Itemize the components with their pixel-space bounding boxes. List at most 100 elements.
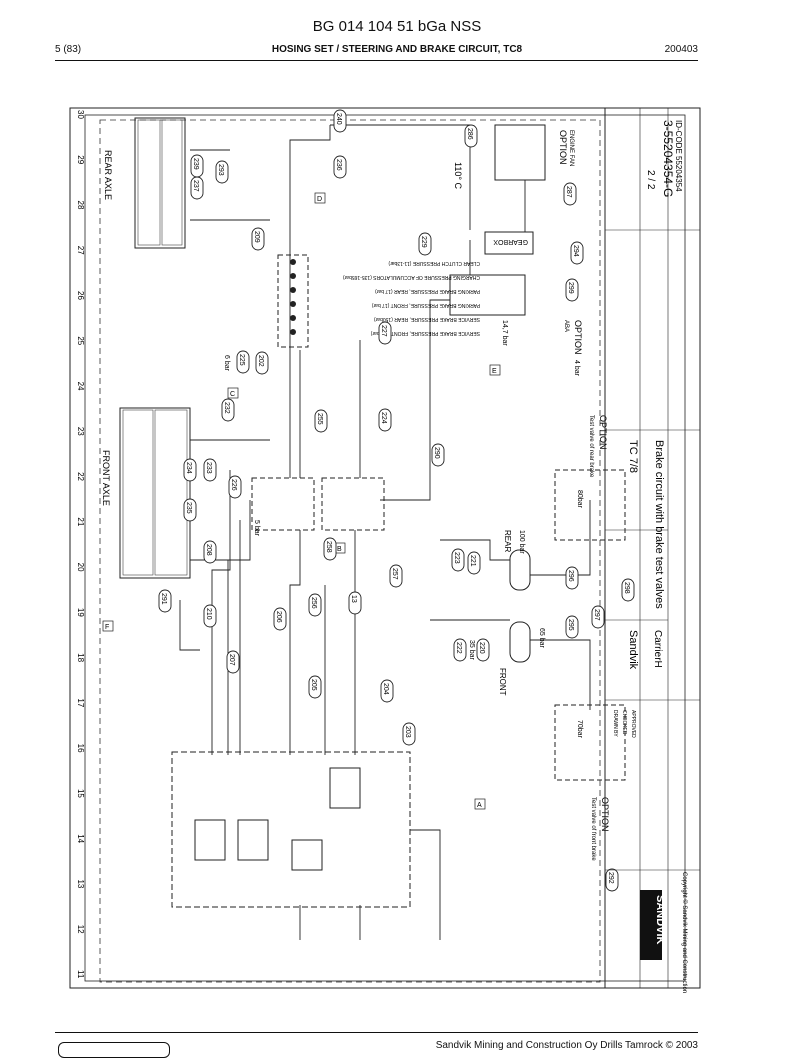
accumulator-front xyxy=(509,621,531,663)
grid-col-number: 29 xyxy=(76,155,85,164)
part-bubble xyxy=(203,604,217,628)
part-number: 210 xyxy=(205,608,212,620)
grid-col-number: 30 xyxy=(76,110,85,119)
part-number: 292 xyxy=(607,872,614,884)
box-label-frame xyxy=(489,364,501,376)
gauge-port xyxy=(290,287,296,293)
titleblock-copyright: Copyright © Sandvik Mining and Construct… xyxy=(681,872,688,993)
rear-test-valve-box xyxy=(554,469,626,541)
option-aba-sub: ABA xyxy=(563,320,569,332)
grid-col-number: 14 xyxy=(76,834,85,843)
part-bubble xyxy=(565,278,579,302)
part-bubble xyxy=(464,124,478,148)
hydraulic-lines xyxy=(179,124,591,940)
part-bubble xyxy=(565,566,579,590)
gauge-label: PARKING BRAKE PRESSURE, FRONT (17 bar) xyxy=(371,302,480,308)
part-bubble xyxy=(190,176,204,200)
part-number: 233 xyxy=(205,462,212,474)
grid-col-number: 13 xyxy=(76,879,85,888)
part-number: 226 xyxy=(230,479,237,491)
gearbox-box xyxy=(484,231,534,255)
part-number: 205 xyxy=(310,679,317,691)
valve-block-b xyxy=(251,477,315,531)
part-bubble xyxy=(476,638,490,662)
part-bubble xyxy=(236,350,250,374)
gauge-port xyxy=(290,329,296,335)
box-label-frame xyxy=(474,798,486,810)
part-bubble xyxy=(323,537,337,561)
titleblock-model: TC 7/8 xyxy=(627,440,639,473)
accumulator-rear xyxy=(509,549,531,591)
part-number: 258 xyxy=(325,541,332,553)
part-bubble xyxy=(621,578,635,602)
box-label: B xyxy=(337,546,342,553)
part-bubble xyxy=(308,675,322,699)
box-label: D xyxy=(317,196,322,203)
part-number: 229 xyxy=(420,236,427,248)
part-number: 232 xyxy=(223,402,230,414)
part-number: 294 xyxy=(572,245,579,257)
part-number: 255 xyxy=(316,413,323,425)
gauge-port xyxy=(290,259,296,265)
footer-rule xyxy=(55,1032,698,1033)
part-number: 295 xyxy=(567,619,574,631)
part-bubble xyxy=(348,591,362,615)
part-number: 287 xyxy=(565,186,572,198)
part-bubble xyxy=(308,593,322,617)
part-bubble xyxy=(203,540,217,564)
titleblock-row: DRAWN BY xyxy=(612,710,618,737)
gauge-label: SERVICE BRAKE PRESSURE, REAR (150bar) xyxy=(374,316,480,322)
titleblock-product: CarrierH xyxy=(652,630,663,668)
titleblock-id: ID-CODE 55204354 xyxy=(674,120,683,192)
part-bubble xyxy=(605,868,619,892)
front-label: FRONT xyxy=(498,668,507,696)
header-rule xyxy=(55,60,698,61)
part-bubble xyxy=(228,475,242,499)
front-axle-label: FRONT AXLE xyxy=(101,450,111,506)
grid-col-number: 27 xyxy=(76,246,85,255)
grid-col-number: 15 xyxy=(76,789,85,798)
gauge-port xyxy=(290,315,296,321)
grid-col-number: 16 xyxy=(76,744,85,753)
grid-col-number: 24 xyxy=(76,382,85,391)
pressure-label: 65 bar xyxy=(538,628,545,649)
part-number: 209 xyxy=(253,231,260,243)
pressure-label: 80bar xyxy=(576,490,583,509)
part-bubble xyxy=(431,443,445,467)
document-title: BG 014 104 51 bGa NSS xyxy=(312,18,482,35)
part-number: 293 xyxy=(217,164,224,176)
pressure-label: 70bar xyxy=(576,720,583,739)
pressure-label: 35 bar xyxy=(468,640,475,661)
titleblock-row: CHECKED xyxy=(621,710,627,735)
page-number: 5 (83) xyxy=(55,44,82,55)
part-number: 206 xyxy=(275,611,282,623)
part-bubble xyxy=(389,564,403,588)
part-number: 221 xyxy=(469,555,476,567)
box-label: E xyxy=(492,368,497,375)
gauge-label: CLEAR CLUTCH PRESSURE (11-13bar) xyxy=(388,260,480,266)
drawing-inner-frame xyxy=(84,114,686,982)
gauge-panel xyxy=(277,254,309,348)
grid-col-number: 21 xyxy=(76,517,85,526)
part-number: 208 xyxy=(205,544,212,556)
document-date: 200403 xyxy=(664,44,698,55)
rear-label: REAR xyxy=(503,530,512,552)
option-rear-label: OPTION xyxy=(598,415,608,450)
part-number: 240 xyxy=(335,113,342,125)
brake-valve-block xyxy=(449,274,526,316)
gauge-label: SERVICE BRAKE PRESSURE, FRONT (150bar) xyxy=(370,330,480,336)
part-number: 220 xyxy=(478,642,485,654)
titleblock-sheet: 2 / 2 xyxy=(645,170,656,190)
part-bubble xyxy=(203,458,217,482)
rear-axle-label: REAR AXLE xyxy=(103,150,113,200)
grid-col-number: 28 xyxy=(76,201,85,210)
option-brake-sub: Test valve of front brake xyxy=(590,797,596,861)
part-bubble xyxy=(467,551,481,575)
part-bubble xyxy=(418,232,432,256)
gauge-label: CHARGING PRESSURE OF ACCUMULATORS (135-1… xyxy=(343,274,480,280)
titleblock-drawing-no: 3-55204354-G xyxy=(661,120,675,197)
